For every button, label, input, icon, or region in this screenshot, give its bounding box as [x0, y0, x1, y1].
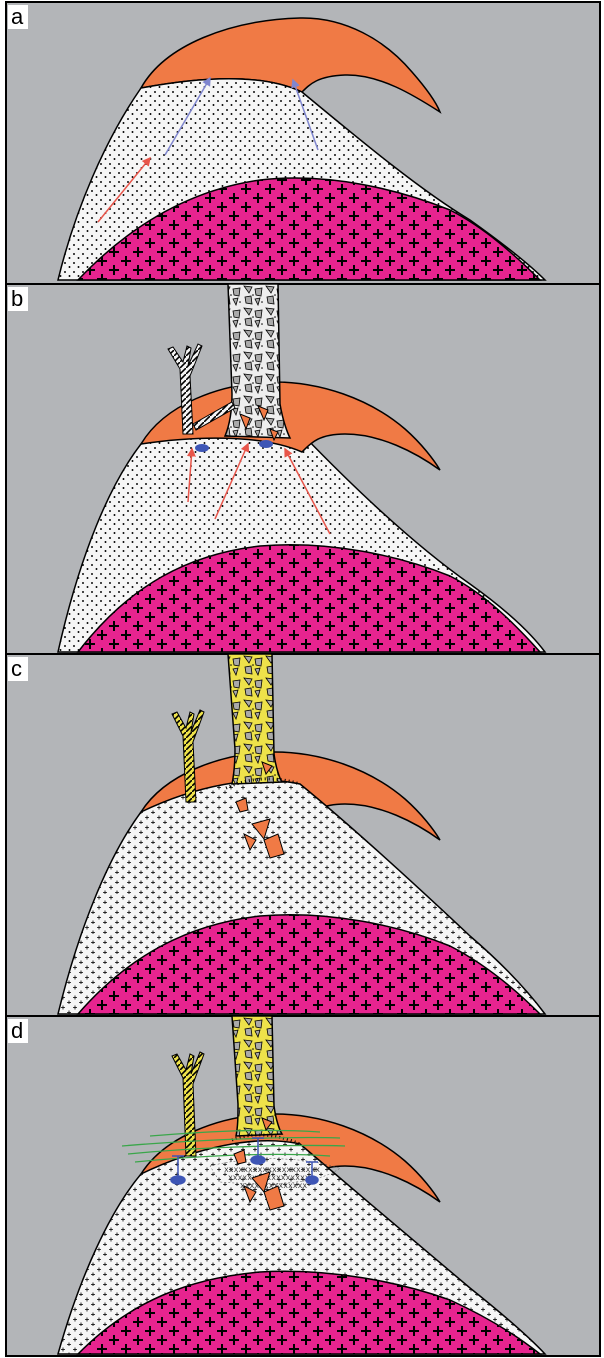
- vapor-bubble-icon: [171, 1176, 185, 1184]
- panel-a: a: [6, 2, 600, 284]
- vapor-bubble-icon: [259, 440, 273, 448]
- vapor-bubble-icon: [251, 1156, 265, 1164]
- vapor-bubble-icon: [306, 1176, 318, 1184]
- panel-label: c: [11, 656, 22, 681]
- panel-c: c: [6, 654, 600, 1016]
- panel-label: a: [11, 4, 24, 29]
- panel-b: b: [6, 284, 600, 654]
- panel-label: b: [11, 286, 23, 311]
- panel-d: xxxxxxxxxxxxxxxxxxxx xxxxxxxxxxxxxxxxxx …: [6, 1016, 600, 1356]
- panel-label: d: [11, 1018, 23, 1043]
- vapor-bubble-icon: [195, 444, 209, 452]
